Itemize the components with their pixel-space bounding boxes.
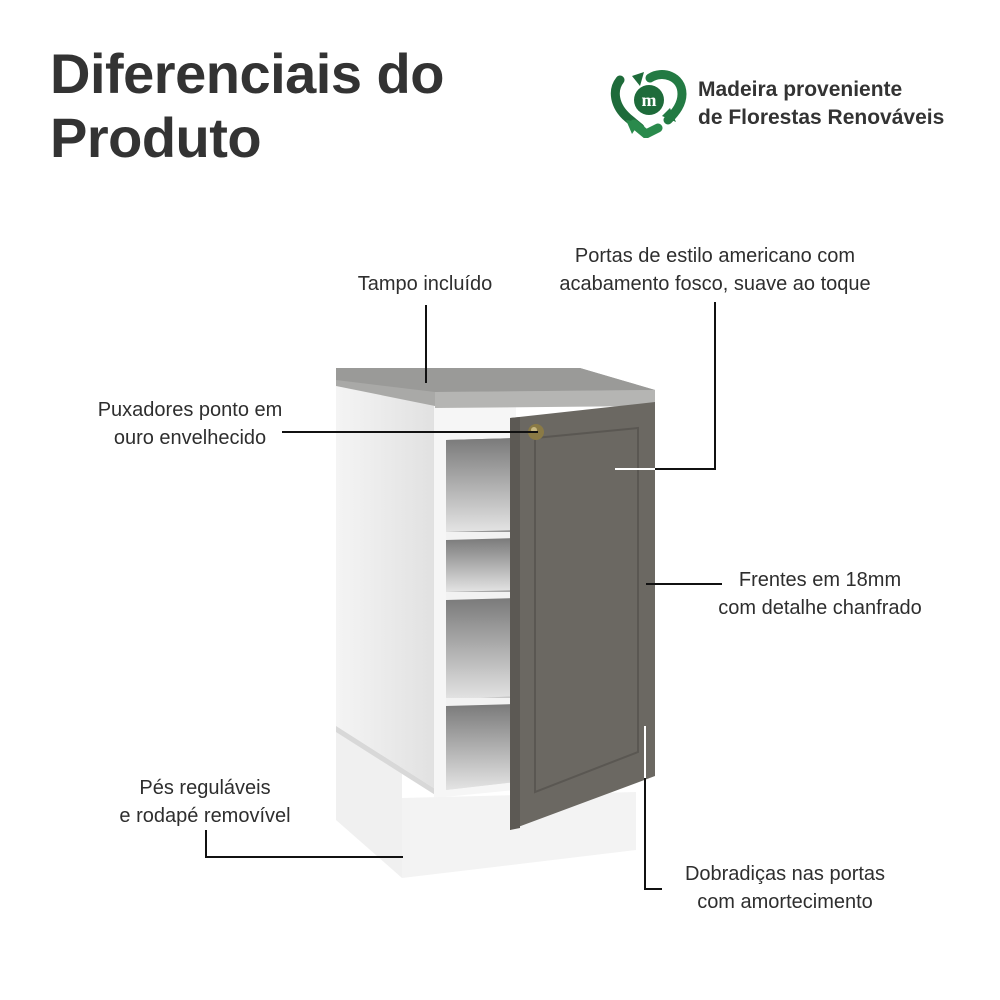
badge-text: Madeira proveniente de Florestas Renováv… bbox=[698, 76, 944, 132]
cabinet-illustration bbox=[330, 360, 660, 890]
callout-portas-line1: Portas de estilo americano com bbox=[574, 245, 856, 267]
callout-puxadores-line2: ouro envelhecido bbox=[113, 427, 267, 449]
callout-frentes-line2: com detalhe chanfrado bbox=[718, 597, 922, 619]
leader-line-puxadores bbox=[282, 431, 538, 433]
leader-line-portas-inner bbox=[615, 468, 655, 470]
callout-puxadores: Puxadores ponto em ouro envelhecido bbox=[70, 396, 310, 452]
leader-line-dobradicas-inner bbox=[644, 726, 646, 778]
callout-portas: Portas de estilo americano com acabament… bbox=[520, 242, 910, 298]
leader-line-frentes bbox=[646, 583, 722, 585]
callout-pes-line2: e rodapé removível bbox=[119, 805, 291, 827]
leader-line-dobradicas-v bbox=[644, 778, 646, 890]
callout-dobradicas-line2: com amortecimento bbox=[697, 891, 873, 913]
leader-line-portas-h bbox=[655, 468, 716, 470]
callout-dobradicas: Dobradiças nas portas com amortecimento bbox=[660, 860, 910, 916]
leader-line-dobradicas-h bbox=[644, 888, 662, 890]
callout-puxadores-line1: Puxadores ponto em bbox=[97, 399, 283, 421]
title-line-1: Diferenciais do bbox=[50, 42, 444, 105]
callout-pes: Pés reguláveis e rodapé removível bbox=[100, 774, 310, 830]
leader-line-pes-h bbox=[205, 856, 403, 858]
callout-frentes-line1: Frentes em 18mm bbox=[738, 569, 902, 591]
callout-tampo-text: Tampo incluído bbox=[357, 273, 493, 295]
leader-line-pes-v bbox=[205, 830, 207, 858]
recycle-heart-m-icon: m bbox=[610, 68, 688, 140]
callout-tampo: Tampo incluído bbox=[330, 270, 520, 298]
badge-line-2: de Florestas Renováveis bbox=[698, 106, 945, 129]
svg-text:m: m bbox=[642, 90, 657, 110]
callout-pes-line1: Pés reguláveis bbox=[139, 777, 271, 799]
badge-line-1: Madeira proveniente bbox=[698, 78, 903, 101]
callout-frentes: Frentes em 18mm com detalhe chanfrado bbox=[700, 566, 940, 622]
page-title: Diferenciais do Produto bbox=[50, 42, 444, 170]
leader-line-portas-v bbox=[714, 302, 716, 470]
callout-dobradicas-line1: Dobradiças nas portas bbox=[684, 863, 886, 885]
leader-line-tampo bbox=[425, 305, 427, 383]
title-line-2: Produto bbox=[50, 106, 262, 169]
callout-portas-line2: acabamento fosco, suave ao toque bbox=[559, 273, 871, 295]
